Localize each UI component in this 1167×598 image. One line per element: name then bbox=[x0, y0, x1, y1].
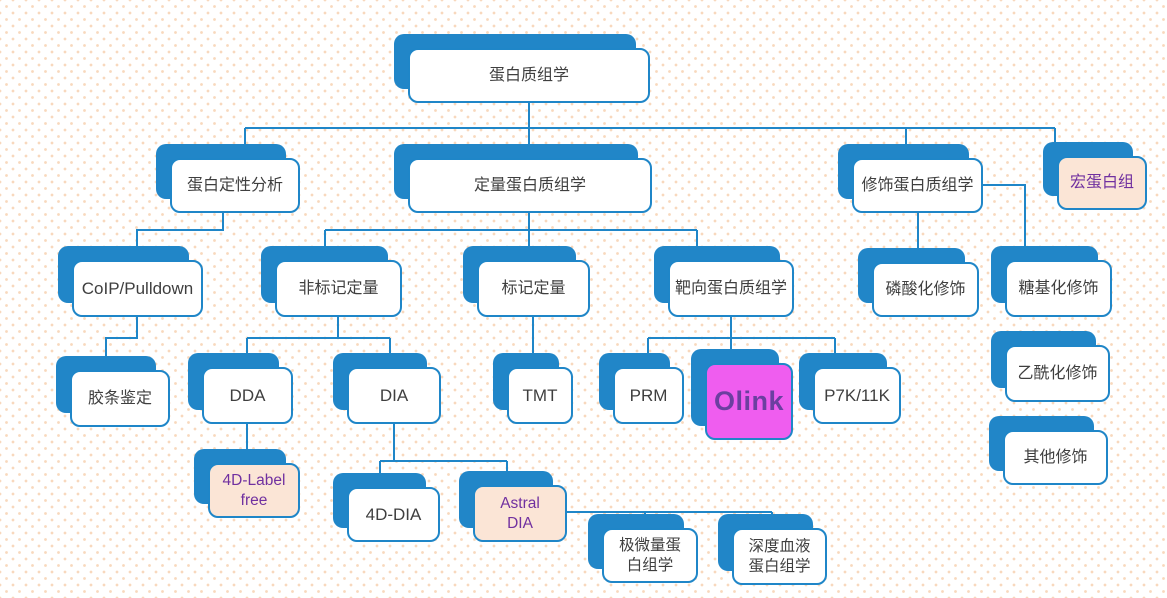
node-coip-pulldown: CoIP/Pulldown bbox=[58, 246, 203, 317]
node-label: DIA bbox=[379, 385, 409, 405]
node-dda: DDA bbox=[188, 353, 293, 424]
node-label: 磷酸化修饰 bbox=[885, 280, 966, 298]
node-face: CoIP/Pulldown bbox=[72, 260, 203, 317]
node-face: 修饰蛋白质组学 bbox=[852, 158, 983, 213]
node-face: 糖基化修饰 bbox=[1005, 260, 1112, 317]
node-label: 非标记定量 bbox=[298, 279, 379, 297]
node-label: 其他修饰 bbox=[1023, 448, 1088, 466]
node-face: TMT bbox=[507, 367, 573, 424]
node-prm: PRM bbox=[599, 353, 684, 424]
node-label: TMT bbox=[522, 385, 558, 405]
node-face: 极微量蛋 白组学 bbox=[602, 528, 698, 583]
node-p7k-11k: P7K/11K bbox=[799, 353, 901, 424]
node-face: 蛋白质组学 bbox=[408, 48, 650, 103]
node-other-modifications: 其他修饰 bbox=[989, 416, 1108, 485]
node-label: P7K/11K bbox=[824, 385, 890, 405]
node-label: Olink bbox=[713, 385, 784, 416]
node-tmt: TMT bbox=[493, 353, 573, 424]
node-acetylation: 乙酰化修饰 bbox=[991, 331, 1110, 402]
node-face: 定量蛋白质组学 bbox=[408, 158, 652, 213]
node-label: 定量蛋白质组学 bbox=[473, 176, 586, 194]
node-face: 蛋白定性分析 bbox=[170, 158, 300, 213]
node-label: 标记定量 bbox=[501, 279, 566, 297]
node-label: 修饰蛋白质组学 bbox=[861, 176, 974, 194]
node-label: 靶向蛋白质组学 bbox=[674, 279, 787, 297]
node-face: 其他修饰 bbox=[1003, 430, 1108, 485]
node-face: 乙酰化修饰 bbox=[1005, 345, 1110, 402]
node-face: 靶向蛋白质组学 bbox=[668, 260, 794, 317]
node-ptm-proteomics: 修饰蛋白质组学 bbox=[838, 144, 983, 213]
node-label: Astral DIA bbox=[500, 495, 540, 532]
node-face: 标记定量 bbox=[477, 260, 590, 317]
node-face: 4D-Label free bbox=[208, 463, 300, 518]
node-ultramicro-proteomics: 极微量蛋 白组学 bbox=[588, 514, 698, 583]
node-face: P7K/11K bbox=[813, 367, 901, 424]
node-label: 极微量蛋 白组学 bbox=[618, 537, 681, 574]
node-labeled-quant: 标记定量 bbox=[463, 246, 590, 317]
node-label: PRM bbox=[629, 385, 668, 405]
node-label: 深度血液 蛋白组学 bbox=[748, 538, 811, 575]
node-proteomics: 蛋白质组学 bbox=[394, 34, 650, 103]
node-metaproteomics: 宏蛋白组 bbox=[1043, 142, 1147, 210]
node-face: DIA bbox=[347, 367, 441, 424]
node-face: Olink bbox=[705, 363, 793, 440]
node-face: Astral DIA bbox=[473, 485, 567, 542]
node-face: 深度血液 蛋白组学 bbox=[732, 528, 827, 585]
node-face: 宏蛋白组 bbox=[1057, 156, 1147, 210]
node-label: 糖基化修饰 bbox=[1018, 279, 1099, 297]
node-targeted-proteomics: 靶向蛋白质组学 bbox=[654, 246, 794, 317]
node-label: 乙酰化修饰 bbox=[1017, 364, 1098, 382]
node-label: 胶条鉴定 bbox=[87, 389, 152, 407]
node-label: 4D-Label free bbox=[222, 472, 286, 509]
node-face: 胶条鉴定 bbox=[70, 370, 170, 427]
node-face: 非标记定量 bbox=[275, 260, 402, 317]
node-protein-qualitative-analysis: 蛋白定性分析 bbox=[156, 144, 300, 213]
node-face: DDA bbox=[202, 367, 293, 424]
node-phosphorylation: 磷酸化修饰 bbox=[858, 248, 979, 317]
node-gel-strip-id: 胶条鉴定 bbox=[56, 356, 170, 427]
node-label: 4D-DIA bbox=[365, 504, 422, 524]
node-face: 磷酸化修饰 bbox=[872, 262, 979, 317]
node-4d-label-free: 4D-Label free bbox=[194, 449, 300, 518]
node-4d-dia: 4D-DIA bbox=[333, 473, 440, 542]
node-label: CoIP/Pulldown bbox=[81, 278, 194, 298]
node-quantitative-proteomics: 定量蛋白质组学 bbox=[394, 144, 652, 213]
node-label: DDA bbox=[229, 385, 266, 405]
node-face: 4D-DIA bbox=[347, 487, 440, 542]
node-deep-blood-proteomics: 深度血液 蛋白组学 bbox=[718, 514, 827, 585]
node-label: 宏蛋白组 bbox=[1069, 174, 1134, 191]
node-label: 蛋白质组学 bbox=[488, 66, 569, 84]
node-face: PRM bbox=[613, 367, 684, 424]
node-glycosylation: 糖基化修饰 bbox=[991, 246, 1112, 317]
node-astral-dia: Astral DIA bbox=[459, 471, 567, 542]
node-olink: Olink bbox=[691, 349, 793, 440]
node-label: 蛋白定性分析 bbox=[186, 176, 283, 194]
node-dia: DIA bbox=[333, 353, 441, 424]
node-label-free-quant: 非标记定量 bbox=[261, 246, 402, 317]
